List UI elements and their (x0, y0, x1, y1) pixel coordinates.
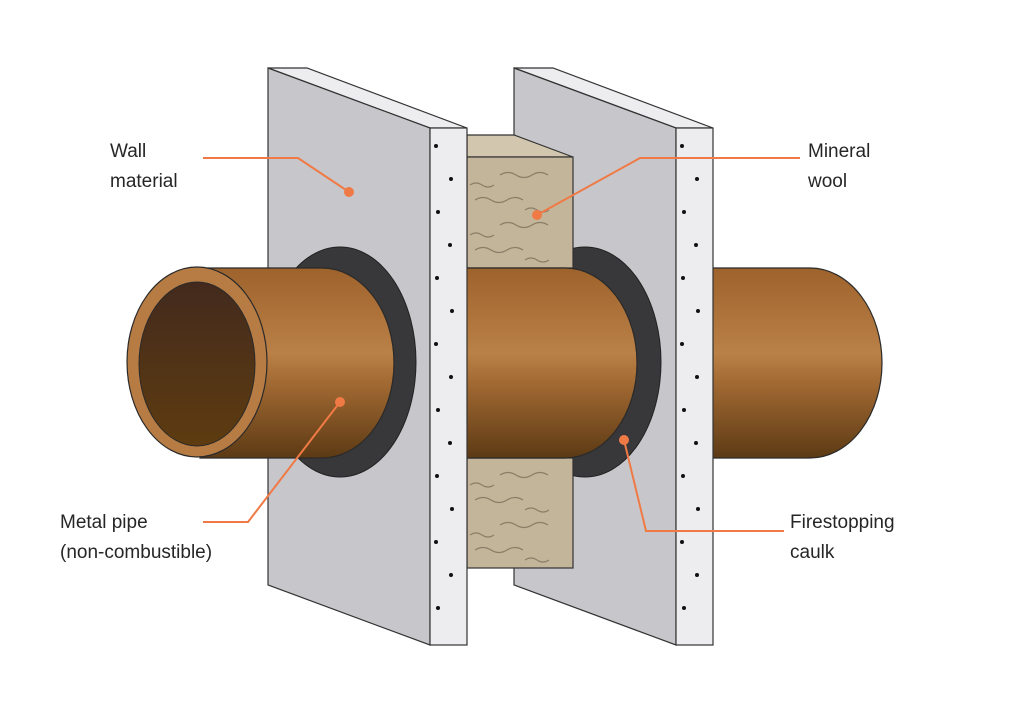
leader-lines (203, 157, 800, 532)
left-wall-edge-dots (434, 144, 454, 610)
wool-fiber (524, 557, 550, 563)
edge-dot (434, 144, 438, 148)
edge-dot (435, 474, 439, 478)
edge-dot (449, 375, 453, 379)
edge-dot (448, 441, 452, 445)
marker-firestopping-caulk (619, 435, 629, 445)
pipe-front-segment (126, 266, 395, 459)
leader-firestopping-caulk (623, 439, 784, 532)
edge-dot (435, 276, 439, 280)
edge-dot (696, 309, 700, 313)
wool-fiber (524, 507, 550, 513)
marker-mineral-wool (532, 210, 542, 220)
edge-dot (682, 210, 686, 214)
label-mineral-wool: Mineral wool (808, 137, 870, 197)
edge-dot (436, 408, 440, 412)
wool-fiber (499, 471, 549, 479)
label-line: Metal pipe (60, 512, 148, 533)
label-line: Firestopping (790, 512, 895, 533)
leader-wall-material (203, 157, 350, 193)
wool-fiber (474, 196, 524, 204)
label-line: Wall (110, 141, 147, 162)
wool-fiber (469, 482, 495, 488)
label-line: material (110, 171, 178, 192)
label-firestopping-caulk: Firestopping caulk (790, 508, 895, 568)
wool-fiber (499, 171, 549, 179)
marker-wall-material (344, 187, 354, 197)
label-line: wool (808, 171, 848, 192)
wool-fiber (469, 532, 495, 538)
edge-dot (436, 606, 440, 610)
leader-metal-pipe (203, 401, 341, 523)
label-wall-material: Wall material (110, 137, 178, 197)
edge-dot (450, 507, 454, 511)
mineral-wool-block (466, 134, 574, 569)
edge-dot (680, 540, 684, 544)
wool-fiber (469, 182, 495, 188)
right-wall-edge-dots (680, 144, 700, 610)
wool-fiber (469, 232, 495, 238)
edge-dot (680, 342, 684, 346)
edge-dot (682, 606, 686, 610)
leader-mineral-wool (536, 157, 800, 216)
label-line: Mineral (808, 141, 871, 162)
label-metal-pipe: Metal pipe (non-combustible) (60, 508, 212, 568)
edge-dot (448, 243, 452, 247)
wool-fiber (474, 246, 524, 254)
edge-dot (694, 243, 698, 247)
edge-dot (450, 309, 454, 313)
edge-dot (681, 474, 685, 478)
edge-dot (681, 276, 685, 280)
marker-metal-pipe (335, 397, 345, 407)
edge-dot (434, 540, 438, 544)
edge-dot (434, 342, 438, 346)
edge-dot (696, 507, 700, 511)
edge-dot (694, 441, 698, 445)
edge-dot (449, 573, 453, 577)
wool-fiber (524, 257, 550, 263)
label-line: (non-combustible) (60, 542, 213, 563)
wool-fiber (499, 221, 549, 229)
edge-dot (680, 144, 684, 148)
wool-fiber (499, 521, 549, 529)
edge-dot (695, 177, 699, 181)
edge-dot (436, 210, 440, 214)
label-line: caulk (790, 542, 835, 563)
wool-fiber (474, 496, 524, 504)
pipe-middle-segment (454, 267, 638, 459)
pipe-right-segment (699, 267, 883, 459)
edge-dot (449, 177, 453, 181)
edge-dot (682, 408, 686, 412)
edge-dot (695, 573, 699, 577)
edge-dot (695, 375, 699, 379)
wool-fiber (474, 546, 524, 554)
